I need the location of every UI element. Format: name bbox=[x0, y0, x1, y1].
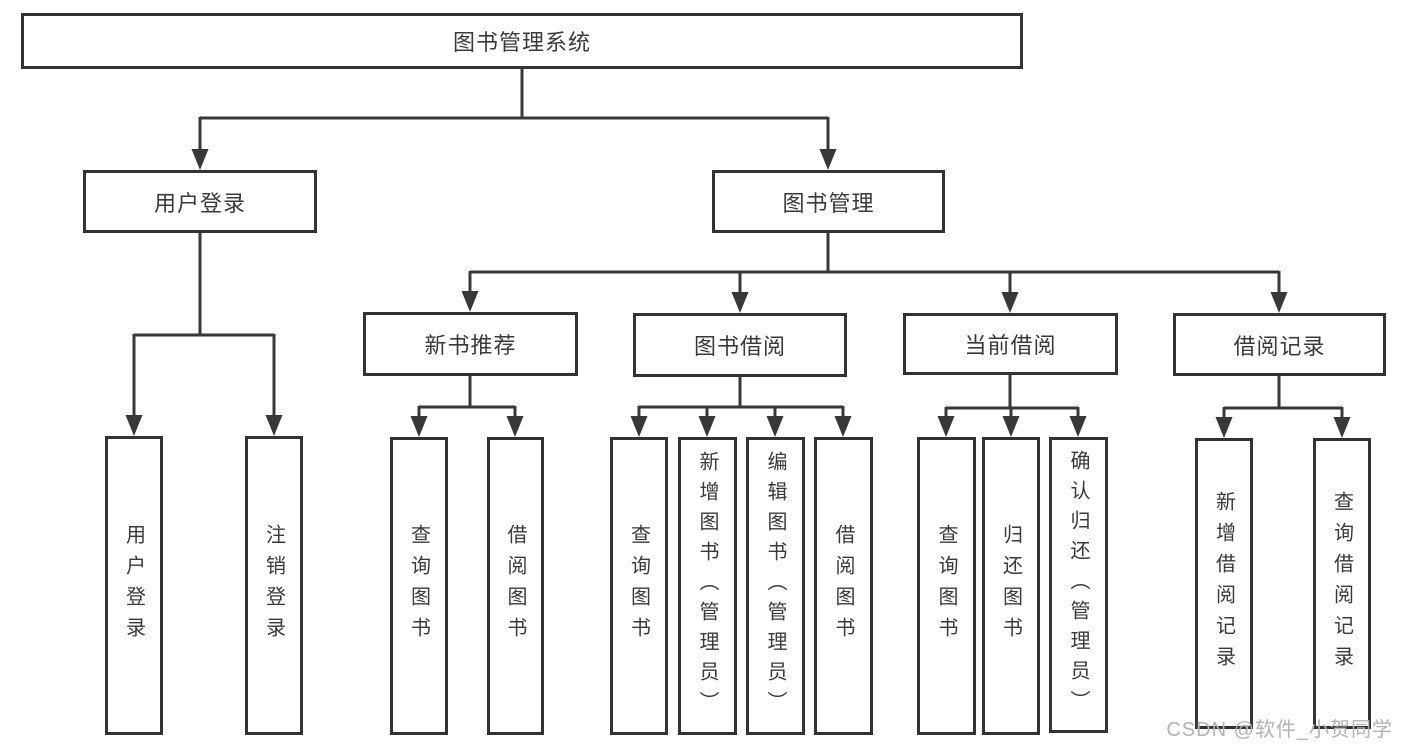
leaf-add-book-admin-label: 新增图书（管理员） bbox=[696, 451, 718, 721]
node-current-borrow-label: 当前借阅 bbox=[964, 333, 1057, 358]
node-user-login-label: 用户登录 bbox=[153, 190, 246, 216]
leaf-logout: 注销登录 bbox=[245, 436, 303, 735]
node-current-borrow: 当前借阅 bbox=[903, 313, 1118, 375]
node-root-label: 图书管理系统 bbox=[452, 30, 591, 55]
node-borrow-record: 借阅记录 bbox=[1173, 313, 1386, 376]
leaf-current-query-book: 查询图书 bbox=[917, 437, 976, 735]
node-book-mgmt-label: 图书管理 bbox=[782, 190, 875, 216]
leaf-return-book: 归还图书 bbox=[982, 437, 1040, 735]
node-new-book-rec-label: 新书推荐 bbox=[424, 333, 517, 358]
leaf-newrec-borrow-book: 借阅图书 bbox=[487, 437, 544, 735]
node-book-borrow-label: 图书借阅 bbox=[693, 334, 786, 359]
node-book-borrow: 图书借阅 bbox=[633, 313, 847, 377]
leaf-query-borrow-record-label: 查询借阅记录 bbox=[1330, 490, 1353, 677]
leaf-confirm-return-admin-label: 确认归还（管理员） bbox=[1067, 450, 1089, 720]
leaf-borrow-query-book: 查询图书 bbox=[610, 437, 668, 735]
leaf-newrec-borrow-book-label: 借阅图书 bbox=[504, 524, 526, 648]
leaf-logout-label: 注销登录 bbox=[262, 523, 285, 648]
node-borrow-record-label: 借阅记录 bbox=[1233, 333, 1326, 359]
leaf-borrow-book: 借阅图书 bbox=[814, 437, 873, 735]
leaf-add-borrow-record: 新增借阅记录 bbox=[1195, 438, 1253, 729]
leaf-newrec-query-book: 查询图书 bbox=[390, 437, 448, 735]
node-book-mgmt: 图书管理 bbox=[712, 170, 945, 233]
leaf-add-book-admin: 新增图书（管理员） bbox=[678, 437, 737, 735]
leaf-query-borrow-record: 查询借阅记录 bbox=[1313, 438, 1371, 729]
leaf-edit-book-admin: 编辑图书（管理员） bbox=[746, 437, 805, 735]
leaf-user-login-label: 用户登录 bbox=[122, 523, 145, 648]
node-user-login: 用户登录 bbox=[83, 170, 317, 233]
leaf-newrec-query-book-label: 查询图书 bbox=[407, 524, 430, 648]
node-root: 图书管理系统 bbox=[21, 13, 1023, 69]
leaf-edit-book-admin-label: 编辑图书（管理员） bbox=[764, 451, 786, 721]
leaf-borrow-book-label: 借阅图书 bbox=[832, 524, 854, 648]
leaf-add-borrow-record-label: 新增借阅记录 bbox=[1212, 490, 1235, 677]
leaf-borrow-query-book-label: 查询图书 bbox=[627, 524, 650, 648]
leaf-return-book-label: 归还图书 bbox=[999, 524, 1022, 648]
leaf-user-login: 用户登录 bbox=[105, 436, 163, 735]
leaf-current-query-book-label: 查询图书 bbox=[935, 524, 957, 648]
watermark: CSDN @软件_小贺同学 bbox=[1166, 719, 1393, 741]
leaf-confirm-return-admin: 确认归还（管理员） bbox=[1049, 437, 1108, 733]
node-new-book-rec: 新书推荐 bbox=[363, 312, 578, 376]
